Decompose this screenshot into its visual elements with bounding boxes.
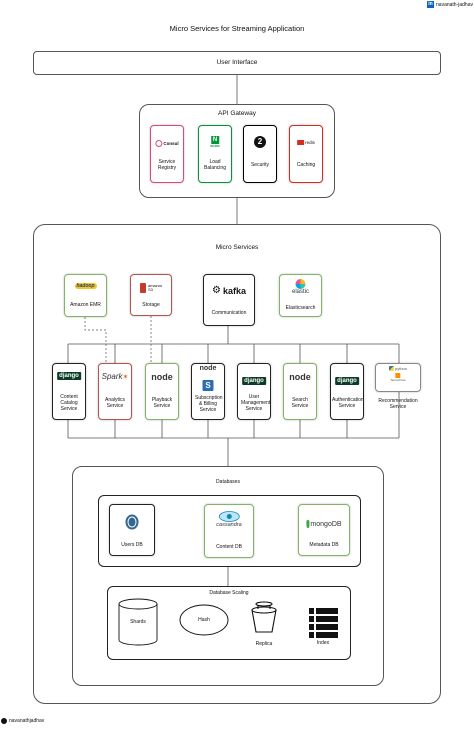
metadata-db-card[interactable]: mongoDB Metadata DB: [298, 504, 350, 556]
python-icon: [388, 366, 394, 371]
cassandra-eye-icon: [218, 511, 240, 522]
content-catalog-service-card[interactable]: django Content Catalog Service: [52, 363, 86, 420]
nginx-icon: N: [210, 136, 219, 144]
user-management-service-card[interactable]: django User Management Service: [237, 363, 271, 420]
analytics-service-card[interactable]: Spark ✶ Analytics Service: [98, 363, 132, 420]
kafka-logo: ⚙ kafka: [212, 285, 246, 297]
communication-label: Communication: [211, 310, 247, 316]
communication-card[interactable]: ⚙ kafka Communication: [203, 274, 255, 326]
cassandra-logo: cassandra: [216, 511, 242, 528]
recommendation-service-card[interactable]: python TensorFlow Recommendation Service: [375, 363, 421, 410]
playback-service-label: Playback Service: [151, 397, 173, 409]
subscription-billing-service-label: Subscription & Billing Service: [195, 395, 223, 413]
amazon-emr-card[interactable]: hadoop Amazon EMR: [64, 274, 107, 317]
stripe-icon: S: [202, 380, 214, 391]
content-db-card[interactable]: cassandra Content DB: [204, 504, 254, 558]
linkedin-badge[interactable]: in navanath-jadhav: [427, 1, 473, 8]
s3-icon: [140, 283, 146, 293]
databases-inner-box: Users DB cassandra Content DB mongoDB Me…: [98, 495, 361, 567]
databases-title: Databases: [216, 479, 240, 485]
playback-service-card[interactable]: node Playback Service: [145, 363, 179, 420]
linkedin-icon: in: [427, 1, 435, 8]
storage-label: Storage: [142, 302, 160, 308]
node-logo: node: [289, 372, 311, 382]
mongodb-logo: mongoDB: [306, 520, 342, 528]
kafka-icon: ⚙: [212, 285, 221, 296]
subscription-billing-service-card[interactable]: node S Subscription & Billing Service: [191, 363, 225, 420]
storage-card[interactable]: amazon S3 Storage: [130, 274, 172, 316]
node-logo: node: [151, 372, 173, 382]
spark-star-icon: ✶: [122, 373, 129, 381]
spark-logo: Spark ✶: [101, 372, 129, 381]
micro-services-title: Micro Services: [215, 244, 259, 251]
database-scaling-title: Database Scaling: [209, 590, 249, 596]
consul-icon: [155, 140, 163, 147]
user-interface-box[interactable]: User Interface: [33, 51, 441, 75]
redis-logo: redis: [297, 140, 315, 145]
caching-card[interactable]: redis Caching: [289, 125, 323, 183]
s3-logo: amazon S3: [140, 283, 162, 293]
content-db-label: Content DB: [216, 544, 242, 550]
elastic-logo: elastic: [292, 279, 309, 295]
security-card[interactable]: 2 Security: [243, 125, 277, 183]
django-logo: django: [242, 377, 266, 385]
github-icon: [1, 718, 7, 724]
micro-services-box: Micro Services: [33, 224, 441, 704]
security-logo: 2: [254, 136, 266, 148]
users-db-label: Users DB: [121, 542, 143, 548]
recommendation-service-label: Recommendation Service: [378, 398, 418, 410]
authentication-service-card[interactable]: django Authentication Service: [330, 363, 364, 420]
github-badge[interactable]: navanathjadhav: [1, 718, 44, 724]
elastic-icon: [295, 279, 306, 289]
content-catalog-service-label: Content Catalog Service: [60, 394, 78, 412]
search-service-card[interactable]: node Search Service: [283, 363, 317, 420]
metadata-db-label: Metadata DB: [309, 542, 339, 548]
tensorflow-icon: [395, 373, 401, 378]
django-logo: django: [57, 372, 81, 380]
users-db-card[interactable]: Users DB: [109, 504, 155, 556]
caching-label: Caching: [296, 162, 316, 168]
amazon-emr-label: Amazon EMR: [70, 302, 101, 308]
nginx-logo: N NGINX: [210, 136, 220, 148]
elephant-icon: [124, 513, 140, 531]
shards-label: Shards: [130, 619, 146, 625]
postgresql-logo: [122, 513, 142, 533]
elasticsearch-card[interactable]: elastic Elasticsearch: [279, 274, 322, 317]
python-logo: python: [388, 366, 407, 371]
linkedin-handle: navanath-jadhav: [436, 1, 473, 8]
service-registry-label: Service Registry: [157, 159, 177, 171]
tensorflow-logo: TensorFlow: [390, 373, 406, 382]
elasticsearch-label: Elasticsearch: [285, 305, 316, 311]
load-balancing-label: Load Balancing: [204, 159, 226, 171]
index-label: Index: [316, 640, 330, 646]
databases-box: Databases: [72, 466, 384, 686]
replica-label: Replica: [255, 641, 273, 647]
api-gateway-box: API Gateway Consul Service Registry N NG…: [139, 104, 335, 198]
security-icon: 2: [254, 136, 266, 148]
diagram-title: Micro Services for Streaming Application: [169, 24, 305, 33]
consul-logo: Consul: [155, 140, 179, 147]
django-logo: django: [335, 377, 359, 385]
node-logo-small: node: [199, 365, 217, 372]
redis-icon: [297, 140, 305, 145]
search-service-label: Search Service: [291, 397, 309, 409]
hash-label: Hash: [198, 617, 210, 623]
authentication-service-label: Authentication Service: [332, 397, 364, 409]
api-gateway-title: API Gateway: [218, 110, 256, 117]
security-label: Security: [250, 162, 270, 168]
mongodb-leaf-icon: [306, 520, 310, 528]
user-management-service-label: User Management Service: [241, 394, 271, 412]
github-handle: navanathjadhav: [9, 718, 45, 724]
user-interface-label: User Interface: [216, 59, 258, 66]
load-balancing-card[interactable]: N NGINX Load Balancing: [198, 125, 232, 183]
hadoop-logo: hadoop: [74, 283, 97, 289]
service-registry-card[interactable]: Consul Service Registry: [150, 125, 184, 183]
analytics-service-label: Analytics Service: [104, 397, 125, 409]
